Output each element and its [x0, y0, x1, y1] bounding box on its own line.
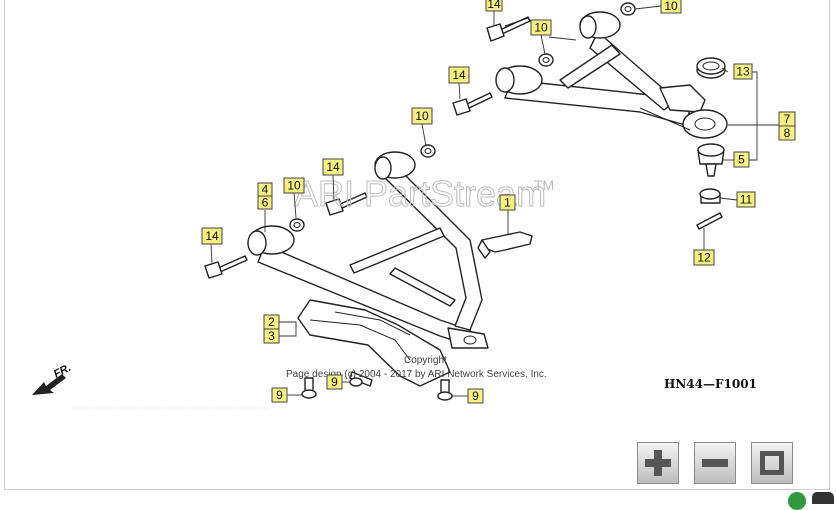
callout-14[interactable]: 14 [485, 0, 503, 12]
callout-14[interactable]: 14 [322, 158, 344, 176]
nut-lower-rear[interactable] [289, 218, 305, 232]
bolt-lower-front[interactable] [325, 192, 368, 216]
callout-label: 1 [504, 196, 511, 210]
callout-label: 14 [452, 68, 466, 82]
callout-label: 6 [262, 196, 269, 210]
front-direction-arrow: FR. [32, 362, 73, 395]
callout-4[interactable]: 4 [257, 182, 273, 197]
callout-label: 10 [415, 109, 429, 123]
callout-7[interactable]: 7 [778, 111, 796, 127]
castle-nut[interactable] [699, 188, 721, 204]
callout-12[interactable]: 12 [693, 249, 715, 266]
corner-icons [786, 492, 836, 510]
callout-14[interactable]: 14 [448, 66, 470, 84]
bolt-lower-rear[interactable] [204, 255, 248, 279]
callout-label: 5 [738, 153, 745, 167]
callout-label: 14 [326, 160, 340, 174]
ball-joint[interactable] [697, 143, 725, 177]
callout-5[interactable]: 5 [733, 151, 750, 168]
callout-label: 2 [268, 315, 275, 329]
callout-label: 13 [736, 65, 750, 79]
callout-label: 7 [784, 112, 791, 126]
cotter-pin[interactable] [696, 212, 723, 230]
bolt-upper-front[interactable] [452, 92, 493, 116]
callout-10[interactable]: 10 [283, 177, 305, 194]
lower-a-arm[interactable] [247, 151, 489, 349]
nut-lower-front[interactable] [420, 144, 436, 158]
fit-to-window-icon [759, 450, 785, 476]
status-icon[interactable] [788, 492, 806, 510]
callout-label: 14 [205, 229, 219, 243]
callout-label: 10 [534, 21, 548, 35]
zoom-out-icon [702, 450, 728, 476]
callout-6[interactable]: 6 [257, 195, 273, 210]
callout-label: 10 [664, 0, 678, 13]
callout-3[interactable]: 3 [263, 328, 280, 344]
callout-13[interactable]: 13 [733, 63, 753, 80]
figure-id: HN44—F1001 [664, 377, 757, 391]
callout-label: 9 [472, 389, 479, 403]
callout-10[interactable]: 10 [530, 19, 552, 36]
zoom-out-button[interactable] [694, 442, 736, 484]
boot-ring[interactable] [696, 57, 726, 79]
upper-a-arm[interactable] [495, 11, 728, 139]
callout-10[interactable]: 10 [660, 0, 682, 14]
zoom-in-icon [645, 450, 671, 476]
callout-label: 9 [331, 375, 338, 389]
callout-label: 3 [268, 329, 275, 343]
bolt-upper-rear[interactable] [486, 16, 531, 42]
callout-label: 12 [697, 251, 711, 265]
callout-8[interactable]: 8 [778, 125, 796, 141]
direction-label: FR. [52, 362, 73, 381]
callout-9[interactable]: 9 [326, 374, 343, 390]
watermark-tm: TM [534, 177, 554, 193]
callout-label: 8 [784, 126, 791, 140]
callout-10[interactable]: 10 [411, 107, 433, 125]
callout-11[interactable]: 11 [736, 191, 756, 208]
callout-label: 4 [262, 183, 269, 197]
nut-upper-rear[interactable] [538, 53, 554, 67]
callout-label: 11 [740, 193, 753, 207]
skid-plate[interactable] [297, 299, 451, 387]
leader-lines [210, 5, 779, 397]
fit-to-window-button[interactable] [751, 442, 793, 484]
bracket[interactable] [477, 231, 533, 259]
zoom-in-button[interactable] [637, 442, 679, 484]
skid-bolt-left[interactable] [301, 377, 317, 399]
callout-2[interactable]: 2 [263, 314, 280, 330]
copyright-line2: Page design (c) 2004 - 2017 by ARI Netwo… [286, 369, 547, 380]
callout-9[interactable]: 9 [271, 387, 288, 403]
chat-icon[interactable] [812, 492, 834, 504]
copyright-line1: Copyright [404, 355, 447, 366]
callout-9[interactable]: 9 [467, 388, 484, 404]
callout-label: 9 [276, 388, 283, 402]
callout-14[interactable]: 14 [201, 227, 223, 245]
skid-bolt-right[interactable] [437, 379, 453, 401]
callout-1[interactable]: 1 [499, 194, 516, 211]
callout-label: 10 [287, 179, 301, 193]
nut-upper-top[interactable] [620, 2, 636, 16]
callout-label: 14 [487, 0, 501, 11]
